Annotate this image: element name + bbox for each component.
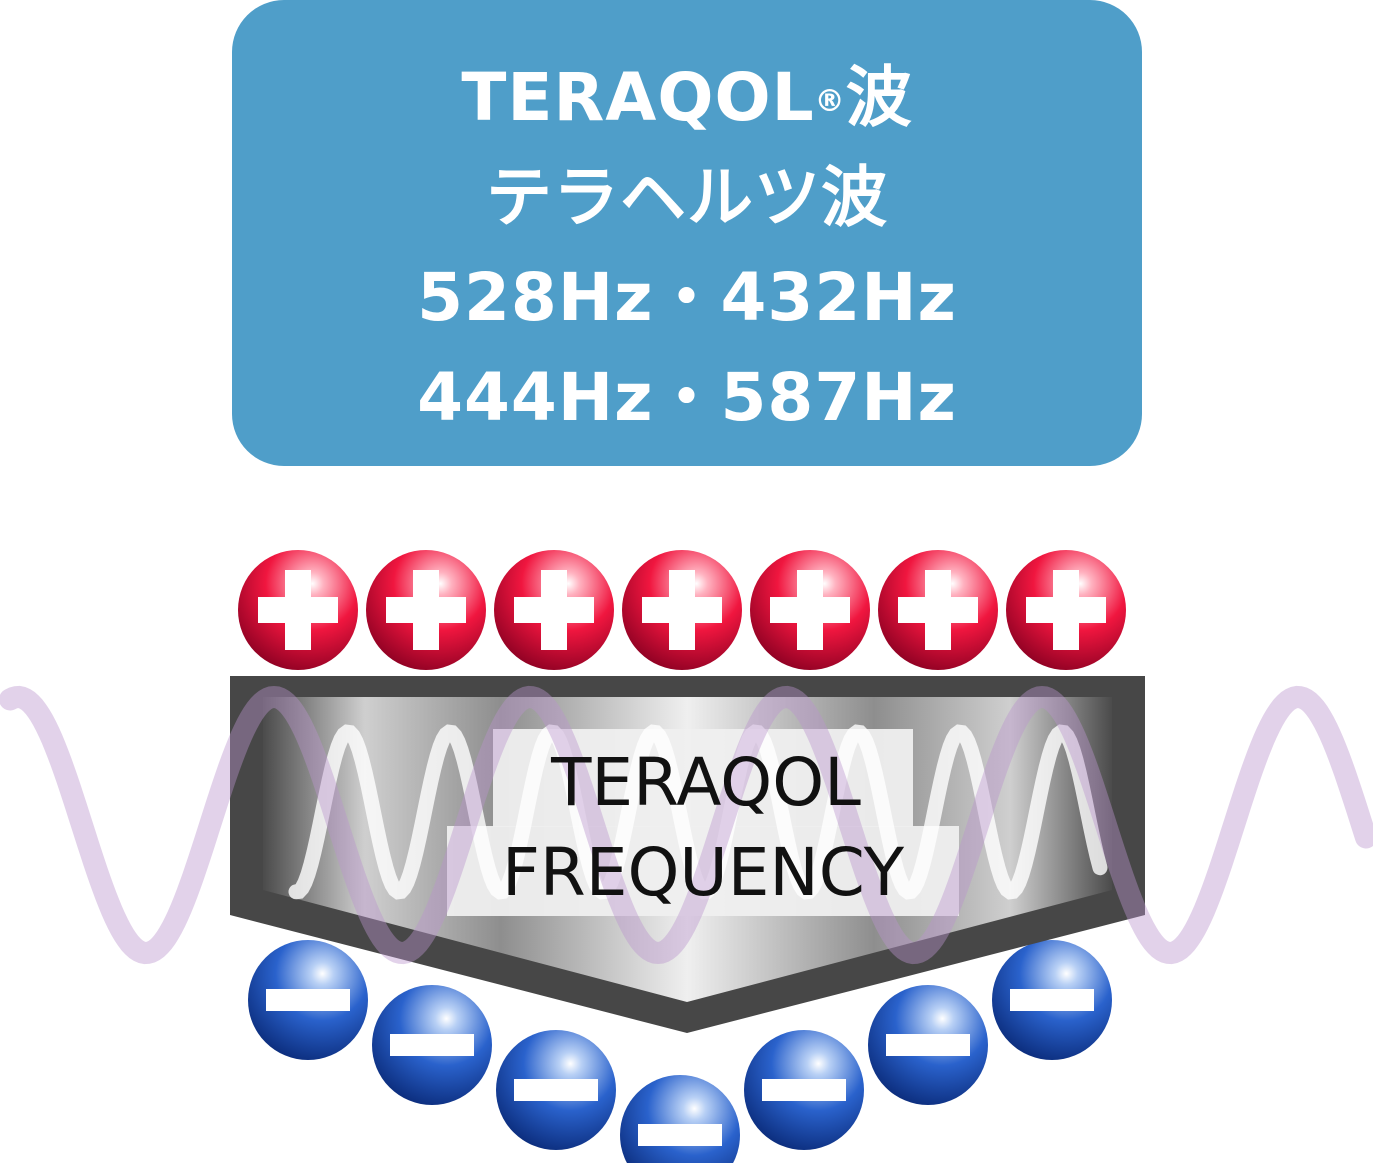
minus-icon bbox=[1010, 989, 1094, 1011]
frequency-line-2: 444Hz・587Hz bbox=[417, 359, 957, 436]
negative-charge bbox=[248, 940, 368, 1060]
positive-charge bbox=[494, 550, 614, 670]
plus-icon bbox=[386, 570, 466, 650]
plus-icon bbox=[514, 570, 594, 650]
minus-icon bbox=[762, 1079, 846, 1101]
negative-charge bbox=[744, 1030, 864, 1150]
plus-icon bbox=[898, 570, 978, 650]
negative-charge bbox=[372, 985, 492, 1105]
outer-wave bbox=[0, 685, 1373, 965]
plus-icon bbox=[1026, 570, 1106, 650]
positive-charges bbox=[238, 550, 1126, 670]
negative-charge bbox=[992, 940, 1112, 1060]
positive-charge bbox=[238, 550, 358, 670]
header-title-suffix: 波 bbox=[845, 59, 913, 136]
frequency-line-1: 528Hz・432Hz bbox=[417, 259, 957, 336]
positive-charge bbox=[1006, 550, 1126, 670]
header-title-main: TERAQOL bbox=[461, 59, 815, 136]
plus-icon bbox=[258, 570, 338, 650]
header-subtitle: テラヘルツ波 bbox=[486, 159, 888, 236]
minus-icon bbox=[266, 989, 350, 1011]
label-band-bottom bbox=[447, 826, 959, 916]
negative-charge bbox=[496, 1030, 616, 1150]
negative-charges bbox=[248, 940, 1112, 1163]
minus-icon bbox=[514, 1079, 598, 1101]
header-box: TERAQOL®波 テラヘルツ波 528Hz・432Hz 444Hz・587Hz bbox=[232, 0, 1142, 466]
positive-charge bbox=[750, 550, 870, 670]
positive-charge bbox=[622, 550, 742, 670]
device-label-line-2: FREQUENCY bbox=[502, 834, 905, 911]
plus-icon bbox=[642, 570, 722, 650]
registered-mark: ® bbox=[814, 84, 846, 119]
minus-icon bbox=[390, 1034, 474, 1056]
inner-wave bbox=[288, 724, 1108, 900]
header-title: TERAQOL®波 bbox=[232, 48, 1142, 148]
negative-charge bbox=[868, 985, 988, 1105]
plus-icon bbox=[770, 570, 850, 650]
device-label-line-1: TERAQOL bbox=[550, 744, 861, 821]
minus-icon bbox=[638, 1124, 722, 1146]
positive-charge bbox=[366, 550, 486, 670]
minus-icon bbox=[886, 1034, 970, 1056]
positive-charge bbox=[878, 550, 998, 670]
negative-charge bbox=[620, 1075, 740, 1163]
